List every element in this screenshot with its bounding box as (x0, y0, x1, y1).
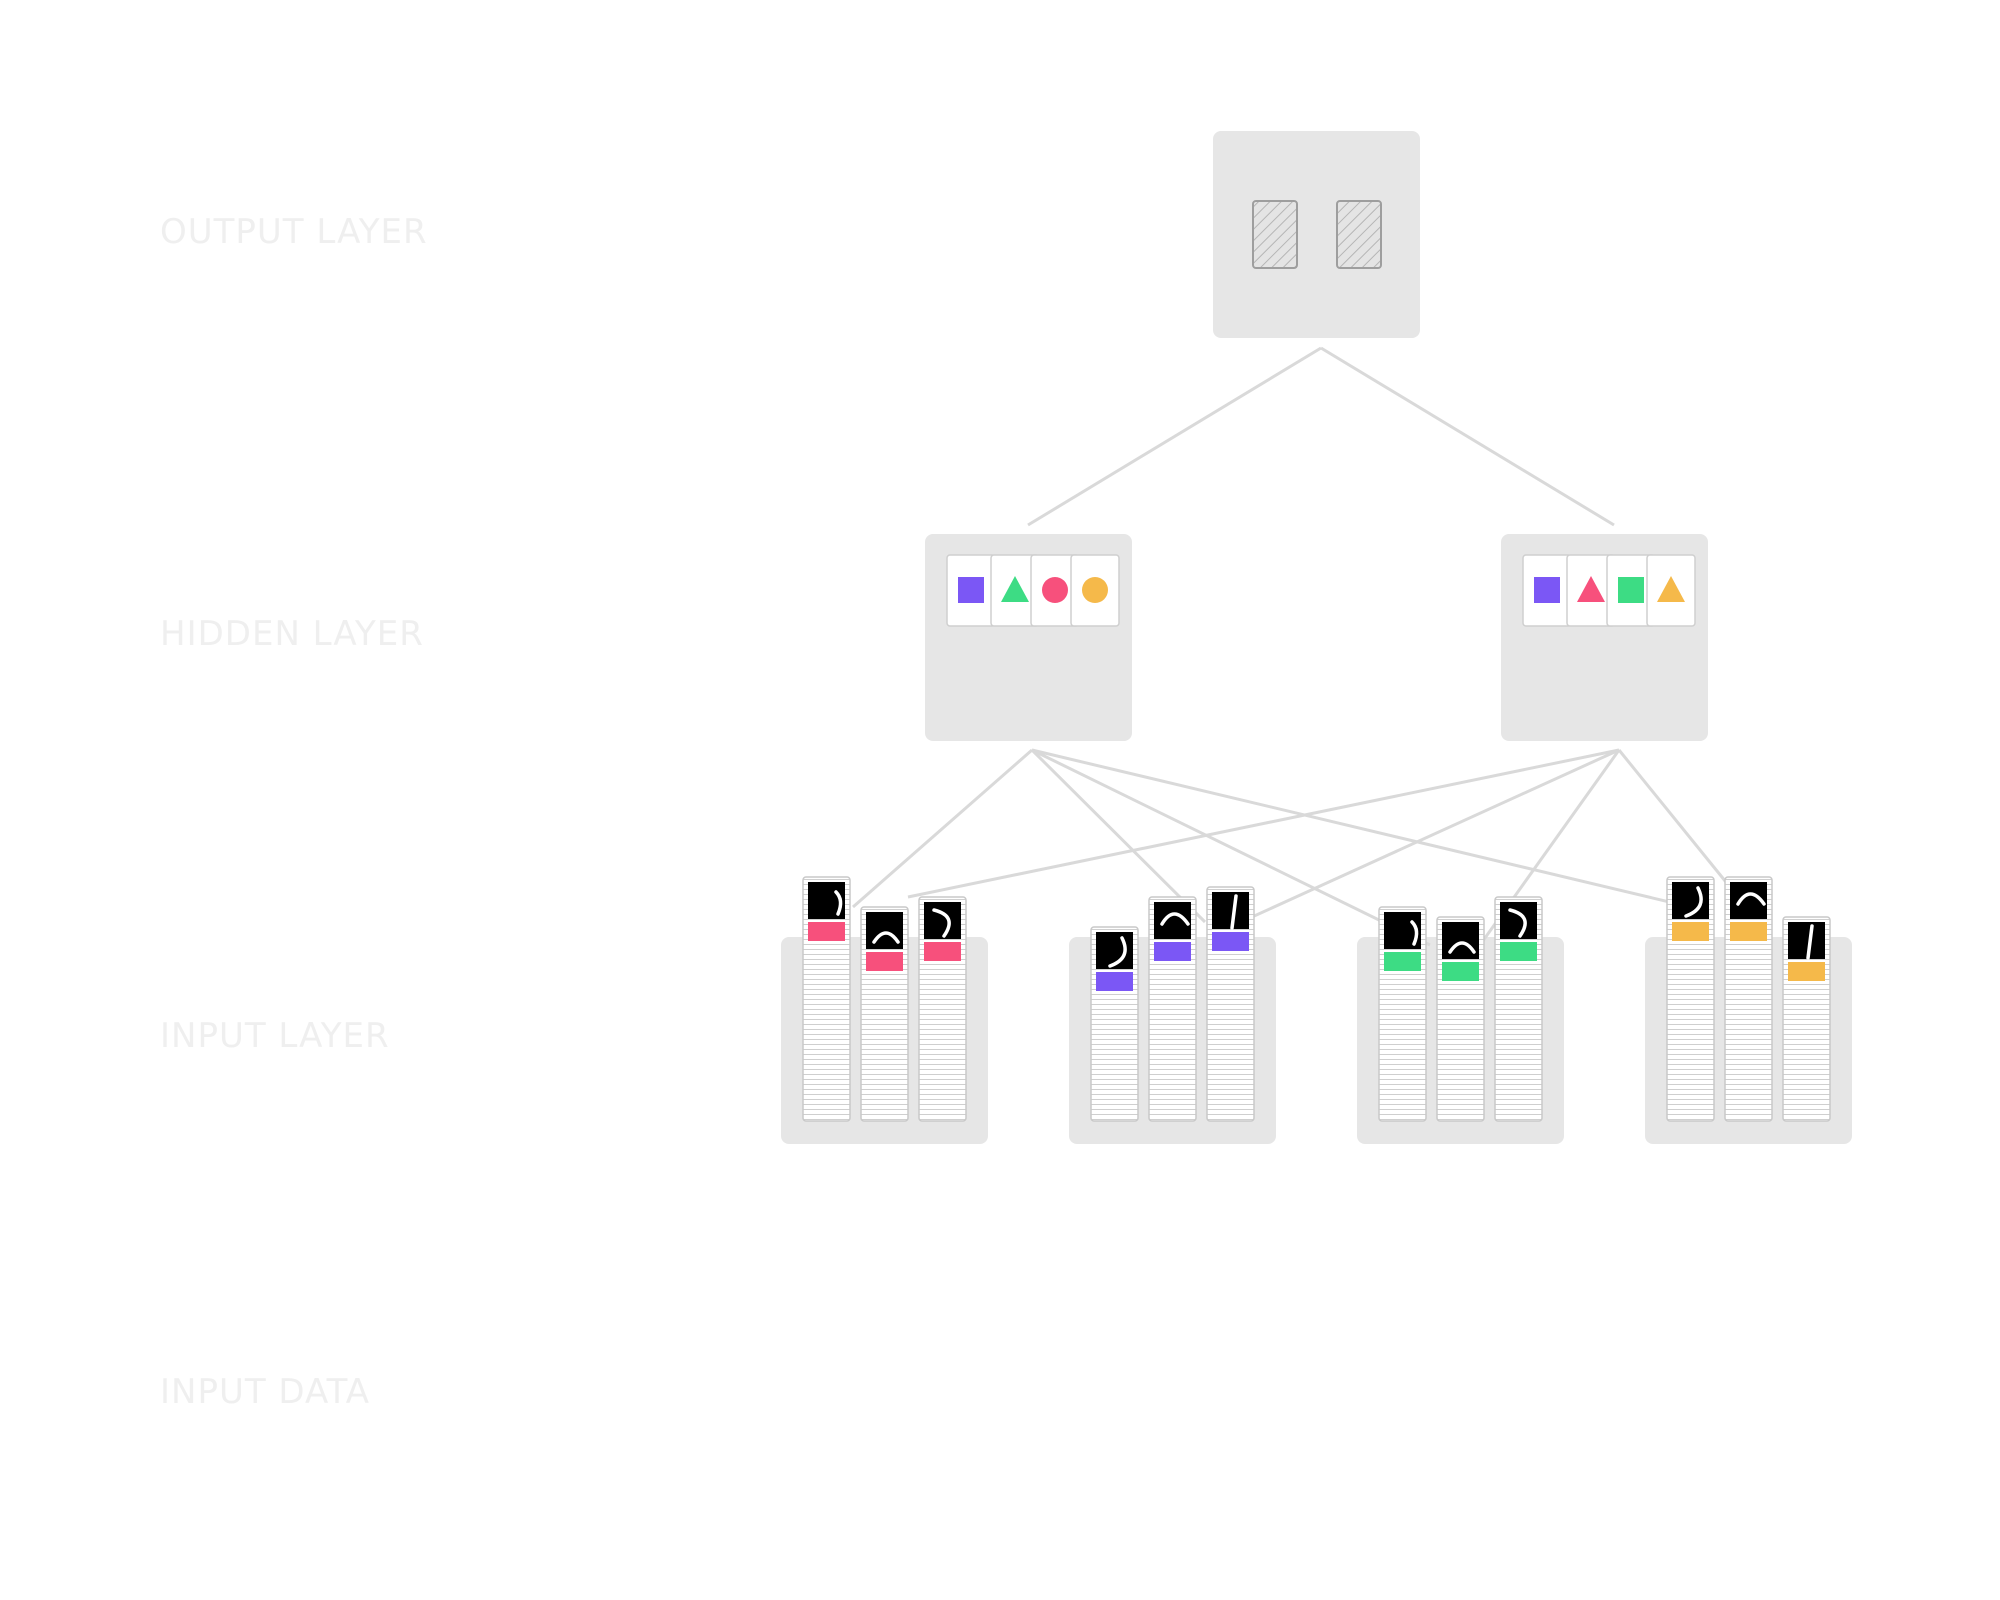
output-card (1252, 200, 1298, 269)
sample-stack (1782, 916, 1831, 1122)
hidden-node-right-cards (1522, 554, 1696, 627)
class-label-swatch (866, 952, 903, 971)
square-icon (958, 577, 984, 603)
class-label-swatch (1672, 922, 1709, 941)
connection-edge (1031, 748, 1431, 947)
connection-edge (1251, 748, 1620, 919)
class-label-swatch (924, 942, 961, 961)
class-label-swatch (1384, 952, 1421, 971)
connection-edge (1030, 748, 1207, 924)
sample-stack (1206, 886, 1255, 1122)
digit-stroke (1508, 908, 1527, 938)
connection-edge (1031, 748, 1683, 907)
digit-stroke (932, 908, 951, 938)
circle-icon (1042, 577, 1068, 603)
sample-stack (860, 906, 909, 1122)
output-node (1213, 131, 1420, 338)
sample-stack (1494, 896, 1543, 1122)
class-label-swatch (808, 922, 845, 941)
connection-edge (1027, 346, 1322, 527)
class-label-swatch (1212, 932, 1249, 951)
sample-stack (1436, 916, 1485, 1122)
node-contents (802, 200, 1831, 1122)
square-icon (1534, 577, 1560, 603)
connection-edge (852, 748, 1033, 909)
digit-image (1788, 922, 1825, 959)
connection-edge (1320, 346, 1615, 527)
sample-stack (918, 896, 967, 1122)
triangle-icon (1577, 576, 1605, 602)
digit-image (1212, 892, 1249, 929)
class-label-swatch (1154, 942, 1191, 961)
class-label-swatch (1730, 922, 1767, 941)
circle-icon (1082, 577, 1108, 603)
sample-stack (1090, 926, 1139, 1122)
class-label-swatch (1096, 972, 1133, 991)
connection-edge (907, 748, 1620, 899)
sample-stack (802, 876, 851, 1122)
hidden-node-left-cards (946, 554, 1120, 627)
sample-stack (1378, 906, 1427, 1122)
digit-stroke (834, 890, 843, 916)
class-label-swatch (1788, 962, 1825, 981)
digit-stroke (1160, 912, 1190, 926)
digit-stroke (1684, 886, 1703, 918)
sample-stack (1148, 896, 1197, 1122)
input-layer-label: INPUT LAYER (160, 1016, 390, 1056)
sample-stack (1666, 876, 1715, 1122)
square-icon (1618, 577, 1644, 603)
digit-stroke (1448, 941, 1476, 954)
digit-stroke (1806, 924, 1814, 960)
digit-stroke (1108, 936, 1127, 968)
output-layer-label: OUTPUT LAYER (160, 212, 428, 252)
output-card (1336, 200, 1382, 269)
digit-stroke (872, 931, 900, 944)
digit-image (924, 902, 961, 939)
digit-stroke (1230, 894, 1238, 930)
digit-stroke (1736, 892, 1766, 906)
triangle-icon (1657, 576, 1685, 602)
connection-edge (1617, 749, 1732, 888)
class-label-swatch (1500, 942, 1537, 961)
triangle-icon (1001, 576, 1029, 602)
input-data-label: INPUT DATA (160, 1372, 371, 1412)
class-label-swatch (1442, 962, 1479, 981)
digit-stroke (1410, 920, 1419, 946)
digit-image (1500, 902, 1537, 939)
hidden-layer-label: HIDDEN LAYER (160, 614, 424, 654)
sample-stack (1724, 876, 1773, 1122)
